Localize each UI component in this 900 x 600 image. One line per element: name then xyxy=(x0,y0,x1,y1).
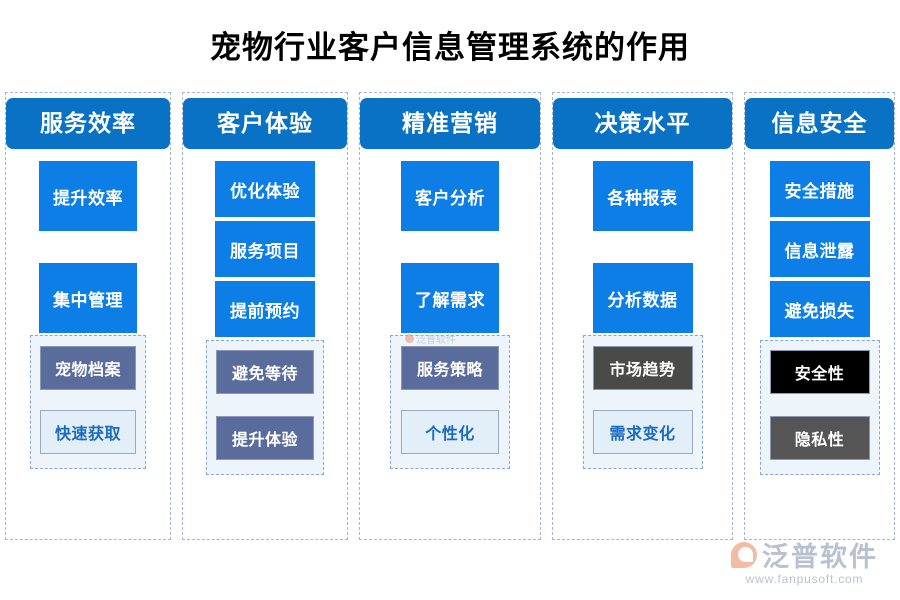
watermark-text: 泛普软件 xyxy=(416,335,456,346)
column-subgroup-4: 市场趋势 需求变化 xyxy=(582,335,703,469)
column-subgroup-3: 泛普软件 服务策略 个性化 xyxy=(390,334,510,469)
node-item[interactable]: 快速获取 xyxy=(40,410,136,454)
node-item[interactable]: 避免损失 xyxy=(769,281,870,337)
diagram-column-4: 决策水平 各种报表 分析数据 市场趋势 需求变化 xyxy=(552,92,733,540)
column-subgroup-5: 安全性 隐私性 xyxy=(759,340,880,475)
column-body-2: 优化体验 服务项目 提前预约 避免等待 提升体验 xyxy=(183,149,347,539)
diagram-column-5: 信息安全 安全措施 信息泄露 避免损失 安全性 隐私性 xyxy=(744,92,895,540)
column-header-4: 决策水平 xyxy=(553,98,732,149)
node-item[interactable]: 隐私性 xyxy=(769,416,870,460)
node-item[interactable]: 个性化 xyxy=(401,410,499,454)
column-header-3: 精准营销 xyxy=(360,98,540,149)
node-item[interactable]: 提前预约 xyxy=(215,281,315,337)
diagram-columns: 服务效率 提升效率 集中管理 宠物档案 快速获取 客户体验 优化体验 服务项目 … xyxy=(5,92,895,544)
node-item[interactable]: 各种报表 xyxy=(592,161,693,231)
column-subgroup-1: 宠物档案 快速获取 xyxy=(30,335,146,469)
fanpu-logo-icon xyxy=(731,541,757,568)
column-header-1: 服务效率 xyxy=(6,98,170,149)
column-header-2: 客户体验 xyxy=(183,98,347,149)
column-header-5: 信息安全 xyxy=(745,98,894,149)
column-body-3: 客户分析 了解需求 泛普软件 服务策略 个性化 xyxy=(360,149,540,539)
node-item[interactable]: 信息泄露 xyxy=(769,221,870,277)
node-item[interactable]: 安全性 xyxy=(769,350,870,394)
node-item[interactable]: 客户分析 xyxy=(401,161,499,231)
diagram-column-1: 服务效率 提升效率 集中管理 宠物档案 快速获取 xyxy=(5,92,171,540)
node-item[interactable]: 优化体验 xyxy=(215,161,315,217)
node-item[interactable]: 分析数据 xyxy=(592,263,693,333)
node-item[interactable]: 宠物档案 xyxy=(40,346,136,390)
logo-row: 泛普软件 xyxy=(731,535,878,574)
diagram-column-2: 客户体验 优化体验 服务项目 提前预约 避免等待 提升体验 xyxy=(182,92,348,540)
column-subgroup-2: 避免等待 提升体验 xyxy=(206,340,324,475)
watermark-inline: 泛普软件 xyxy=(405,331,456,346)
node-item[interactable]: 服务项目 xyxy=(215,221,315,277)
node-item[interactable]: 需求变化 xyxy=(592,410,693,454)
node-item[interactable]: 了解需求 xyxy=(401,263,499,333)
node-item[interactable]: 提升效率 xyxy=(39,161,137,231)
node-item[interactable]: 安全措施 xyxy=(769,161,870,217)
watermark-logo-icon xyxy=(405,334,414,343)
brand-logo: 泛普软件 www.fanpusoft.com xyxy=(731,535,878,586)
node-item[interactable]: 市场趋势 xyxy=(592,346,693,390)
page-title: 宠物行业客户信息管理系统的作用 xyxy=(210,30,690,65)
node-item[interactable]: 提升体验 xyxy=(216,416,314,460)
node-item[interactable]: 避免等待 xyxy=(216,350,314,394)
logo-name: 泛普软件 xyxy=(762,542,878,572)
logo-url: www.fanpusoft.com xyxy=(745,572,864,586)
node-item[interactable]: 集中管理 xyxy=(39,263,137,333)
diagram-column-3: 精准营销 客户分析 了解需求 泛普软件 服务策略 个性化 xyxy=(359,92,541,540)
column-body-4: 各种报表 分析数据 市场趋势 需求变化 xyxy=(553,149,732,539)
column-body-5: 安全措施 信息泄露 避免损失 安全性 隐私性 xyxy=(745,149,894,539)
node-item[interactable]: 服务策略 xyxy=(401,346,499,390)
column-body-1: 提升效率 集中管理 宠物档案 快速获取 xyxy=(6,149,170,539)
